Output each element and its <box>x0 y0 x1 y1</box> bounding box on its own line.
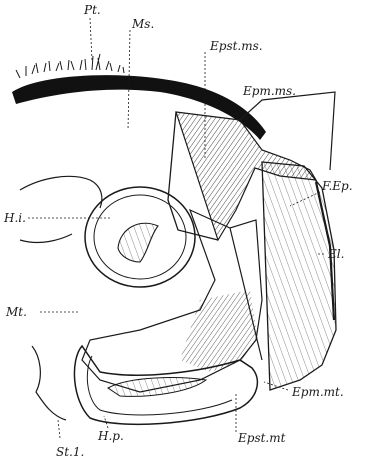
label-st1: St.1. <box>56 445 84 459</box>
label-epst-mt: Epst.mt <box>237 431 286 445</box>
label-f-ep: F.Ep. <box>321 179 353 193</box>
label-epst-ms: Epst.ms. <box>209 39 263 53</box>
prothorax-hairs <box>16 54 124 78</box>
elytron-base <box>262 162 336 390</box>
label-epm-mt: Epm.mt. <box>291 385 344 399</box>
label-ms: Ms. <box>131 17 154 31</box>
label-mt: Mt. <box>5 305 27 319</box>
label-hp: H.p. <box>97 429 124 443</box>
label-hi: H.i. <box>3 211 26 225</box>
label-pt: Pt. <box>83 3 101 17</box>
metathorax-shading <box>180 290 258 372</box>
label-epm-ms: Epm.ms. <box>242 84 296 98</box>
label-el: El. <box>327 247 344 261</box>
